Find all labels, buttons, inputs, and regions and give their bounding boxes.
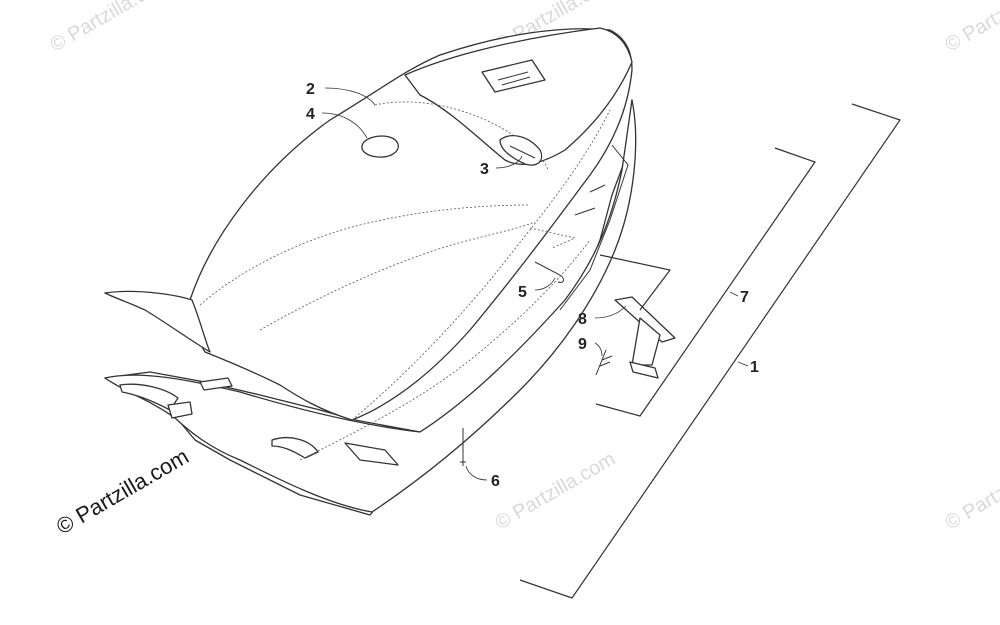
leader-8 xyxy=(594,305,627,319)
base-right-rail xyxy=(559,144,629,311)
callout-7: 7 xyxy=(740,289,749,306)
leader-5 xyxy=(534,277,556,291)
callout-4: 4 xyxy=(306,106,315,123)
callout-8: 8 xyxy=(578,311,587,328)
foam-patch-item-4 xyxy=(361,135,399,158)
watermark-mid-right: © Partzilla.com xyxy=(942,448,1000,534)
leader-7 xyxy=(729,291,739,297)
seat-seam-side xyxy=(259,221,536,331)
bracket-item-8-9-group xyxy=(599,254,672,311)
callout-6: 6 xyxy=(491,473,500,490)
callout-1: 1 xyxy=(750,359,759,376)
watermark-top-right: © Partzilla.com xyxy=(942,0,1000,56)
spring-item-9 xyxy=(595,349,613,376)
latch-foot-item-8 xyxy=(629,361,659,379)
callout-labels: 1 2 3 4 5 6 7 8 9 xyxy=(306,81,759,490)
strap-clip-item-3 xyxy=(499,135,543,166)
pin-item-6 xyxy=(460,428,466,466)
leader-3 xyxy=(495,155,523,169)
base-mount-tab-1 xyxy=(589,184,606,193)
callout-2: 2 xyxy=(306,81,315,98)
base-tab-left xyxy=(167,401,193,419)
latch-bracket-drawing xyxy=(595,296,676,379)
kit-brackets xyxy=(519,103,901,599)
leader-9 xyxy=(594,342,603,357)
latch-arm-item-8 xyxy=(631,317,661,366)
seat-assembly-drawing xyxy=(104,27,637,516)
leader-lines xyxy=(321,87,749,481)
seat-seam-center xyxy=(199,204,531,306)
seat-rear-hump xyxy=(404,27,633,165)
base-vent-right xyxy=(344,442,399,466)
bracket-item-7 xyxy=(595,147,816,417)
leader-2 xyxy=(324,87,376,106)
base-mount-tab-2 xyxy=(574,207,596,216)
callout-5: 5 xyxy=(518,284,527,301)
seat-base-rim xyxy=(104,99,637,513)
base-seam-line xyxy=(299,239,591,461)
brand-watermark: © Partzilla.com xyxy=(52,444,193,540)
callout-3: 3 xyxy=(480,161,489,178)
bracket-item-1 xyxy=(519,103,901,599)
seat-seam-edge xyxy=(351,109,611,421)
leader-4 xyxy=(321,112,368,139)
base-front-notch xyxy=(271,437,319,459)
leader-6 xyxy=(465,465,488,481)
leader-1 xyxy=(737,361,749,367)
hook-item-5 xyxy=(534,261,564,283)
base-tab-top xyxy=(199,377,233,391)
callout-9: 9 xyxy=(578,336,587,353)
seat-front-wing xyxy=(104,290,211,353)
strap-clip-detail xyxy=(509,145,536,159)
watermark-top-left: © Partzilla.com xyxy=(47,0,175,56)
seat-logo-mark xyxy=(497,71,531,86)
watermark-mid-center: © Partzilla.com xyxy=(492,448,620,534)
